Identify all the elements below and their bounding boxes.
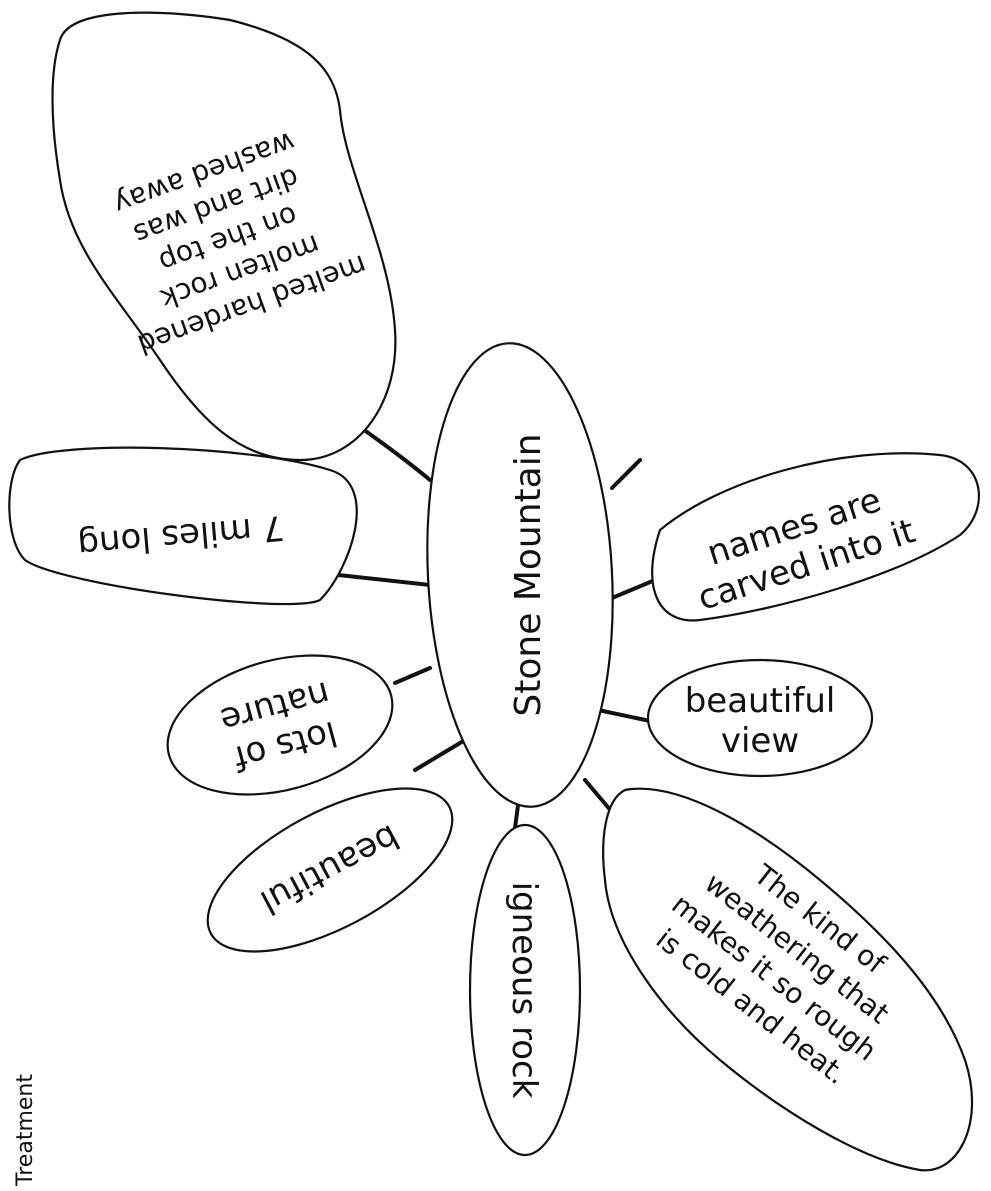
central-bubble	[426, 342, 614, 808]
margin-note: Treatment	[13, 1074, 38, 1186]
node-igneous-bubble	[468, 823, 582, 1157]
connector-nature	[393, 666, 432, 685]
node-formation: melted hardened molten rock on the top d…	[51, 11, 397, 462]
node-igneous: igneous rock	[468, 823, 582, 1157]
node-view-text: beautiful view	[685, 681, 836, 761]
node-length: 7 miles long	[8, 446, 358, 606]
node-nature: lots of nature	[166, 654, 394, 796]
node-length-bubble	[8, 446, 358, 606]
node-weathering-bubble	[602, 787, 974, 1172]
node-view-line-1: beautiful	[685, 681, 836, 721]
connector-stub	[610, 458, 642, 490]
connector-names	[610, 578, 657, 600]
connector-view	[596, 708, 657, 724]
node-view-bubble	[646, 658, 874, 778]
central-topic: Stone Mountain	[426, 342, 614, 808]
connector-beautiful	[413, 738, 467, 772]
node-view-line-2: view	[721, 721, 799, 761]
node-names-bubble	[651, 452, 981, 622]
node-view: beautiful view	[646, 658, 874, 778]
node-names: names are carved into it	[651, 452, 981, 622]
central-label: Stone Mountain	[508, 433, 549, 716]
node-beautiful: beautiful	[206, 787, 454, 953]
node-formation-bubble	[51, 11, 397, 462]
node-nature-bubble	[166, 654, 394, 796]
node-formation-text: melted hardened molten rock on the top d…	[109, 125, 371, 361]
node-beautiful-bubble	[206, 787, 454, 953]
node-igneous-label: igneous rock	[504, 882, 544, 1099]
connector-weathering	[583, 778, 614, 814]
node-weathering: The kind of weathering that makes it so …	[602, 787, 974, 1172]
